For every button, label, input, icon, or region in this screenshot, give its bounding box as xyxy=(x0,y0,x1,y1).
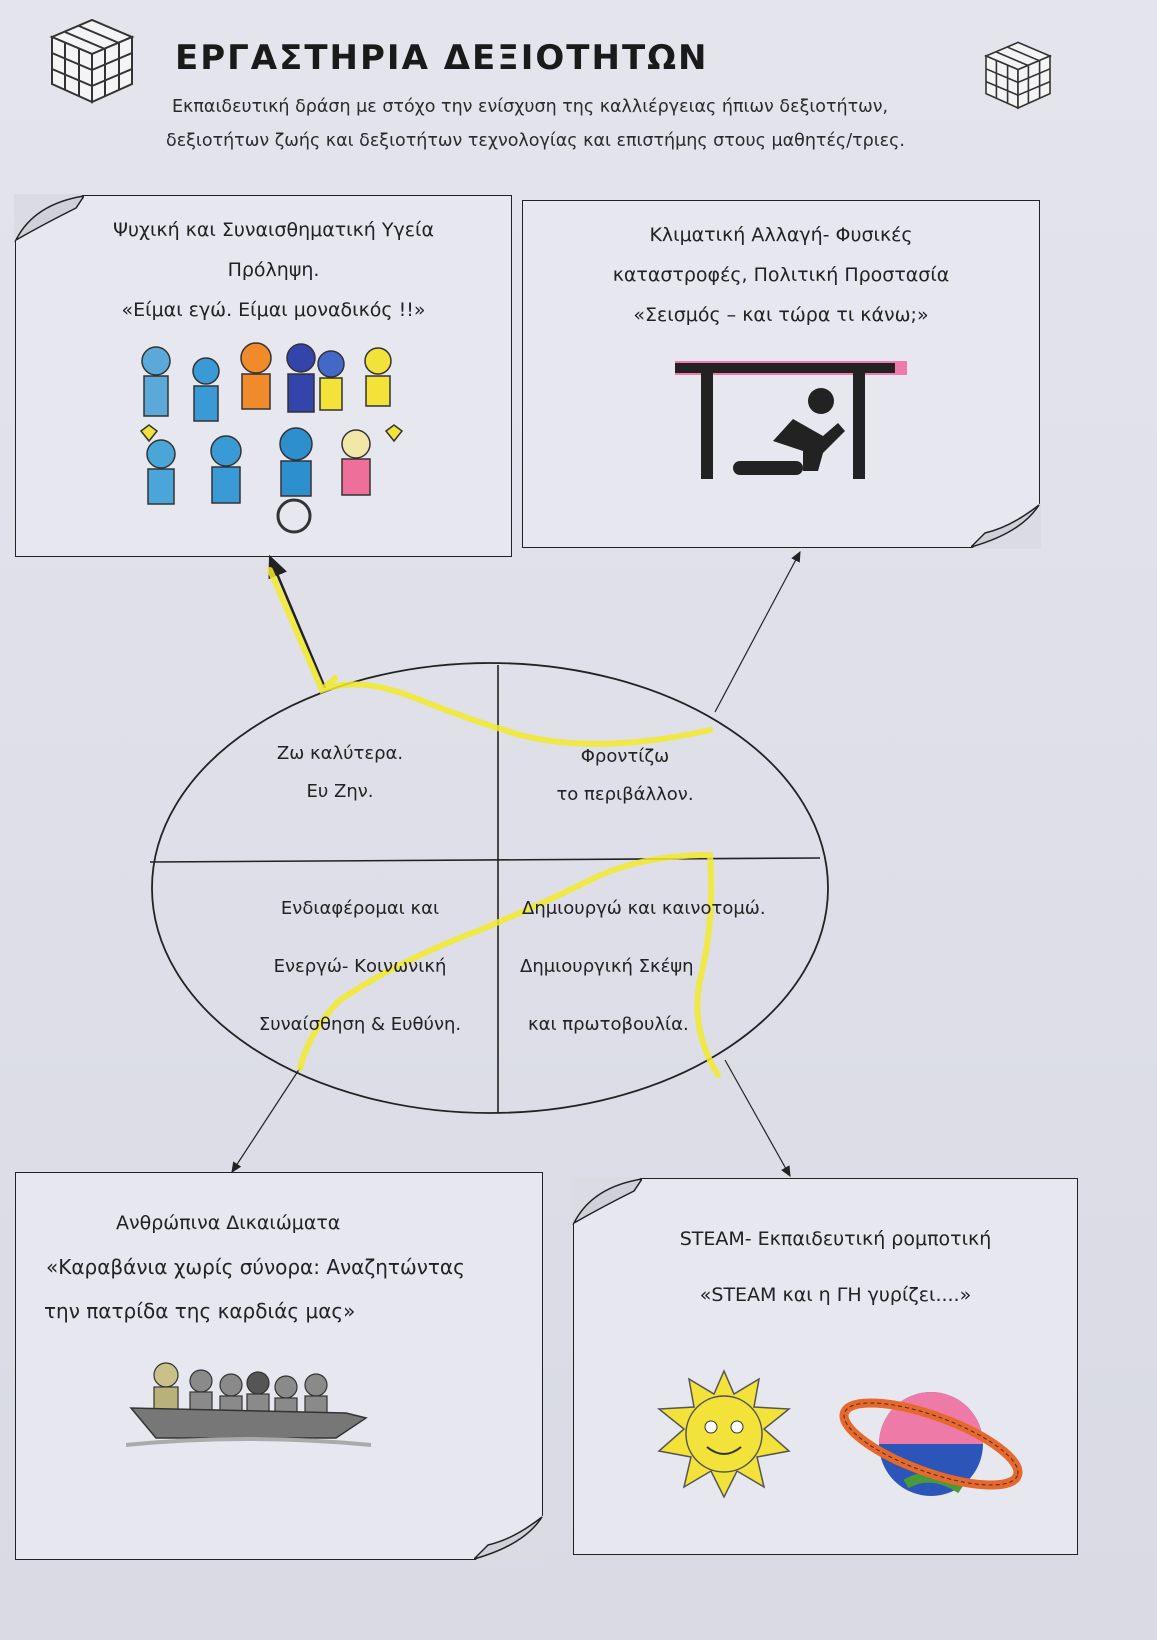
children-illustration xyxy=(139,342,404,534)
rubiks-cube-icon xyxy=(49,18,135,104)
box-heading: Πρόληψη. xyxy=(227,259,320,281)
arrow-to-human-rights xyxy=(231,1067,301,1174)
quadrant-text: Φροντίζω xyxy=(580,746,670,767)
box-quote: «Είμαι εγώ. Είμαι μοναδικός !!» xyxy=(121,299,426,321)
subtitle-line: δεξιοτήτων ζωής και δεξιοτήτων τεχνολογί… xyxy=(166,131,905,151)
box-quote: την πατρίδα της καρδιάς μας» xyxy=(44,1299,356,1323)
earthquake-drop-cover-icon xyxy=(675,361,907,479)
folded-corner xyxy=(474,1515,544,1561)
ellipse-outline xyxy=(151,662,829,1114)
quadrant-text: το περιβάλλον. xyxy=(556,784,694,805)
box-mental-health: Ψυχική και Συναισθηματική Υγεία Πρόληψη.… xyxy=(14,194,512,557)
quadrant-text: Ενδιαφέρομαι και xyxy=(280,898,440,919)
quadrant-text: και πρωτοβουλία. xyxy=(528,1014,689,1035)
box-steam-robotics: STEAM- Εκπαιδευτική ρομποτική «STEAM και… xyxy=(572,1177,1078,1555)
highlighter-stroke xyxy=(297,852,721,1078)
quadrant-text: Ενεργώ- Κοινωνική xyxy=(273,956,447,977)
highlighter-stroke xyxy=(267,567,713,747)
sun-illustration xyxy=(657,1369,791,1499)
page-title: ΕΡΓΑΣΤΗΡΙΑ ΔΕΞΙΟΤΗΤΩΝ xyxy=(175,38,709,78)
subtitle-line: Εκπαιδευτική δράση με στόχο την ενίσχυση… xyxy=(172,97,889,117)
planet-illustration xyxy=(839,1392,1023,1496)
page-subtitle: Εκπαιδευτική δράση με στόχο την ενίσχυση… xyxy=(166,90,905,158)
box-climate-change: Κλιματική Αλλαγή- Φυσικές καταστροφές, Π… xyxy=(522,200,1041,549)
folded-corner xyxy=(14,194,84,242)
arrow-to-steam xyxy=(724,1059,791,1178)
box-heading: καταστροφές, Πολιτική Προστασία xyxy=(612,264,950,286)
quadrant-text: Ευ Ζην. xyxy=(306,781,374,802)
horizontal-divider xyxy=(149,857,821,863)
box-human-rights: Ανθρώπινα Δικαιώματα «Καραβάνια χωρίς σύ… xyxy=(15,1172,544,1561)
folded-corner xyxy=(971,503,1041,549)
arrow-to-climate xyxy=(714,550,801,713)
quadrant-live-better: Ζω καλύτερα. Ευ Ζην. xyxy=(240,735,440,811)
quadrant-text: Δημιουργώ και καινοτομώ. xyxy=(522,898,766,919)
arrow-to-mental-health xyxy=(268,554,327,689)
box-heading: Κλιματική Αλλαγή- Φυσικές xyxy=(649,224,913,246)
quadrant-social-responsibility: Ενδιαφέρομαι και Ενεργώ- Κοινωνική Συναί… xyxy=(225,880,495,1054)
quadrant-text: Συναίσθηση & Ευθύνη. xyxy=(258,1014,462,1035)
box-heading: STEAM- Εκπαιδευτική ρομποτική xyxy=(679,1228,992,1250)
box-heading: Ανθρώπινα Δικαιώματα xyxy=(116,1212,341,1234)
quadrant-text: Δημιουργική Σκέψη xyxy=(520,956,694,977)
box-quote: «STEAM και η ΓΗ γυρίζει....» xyxy=(699,1284,972,1306)
rubiks-cube-icon xyxy=(983,41,1053,110)
quadrant-innovation: Δημιουργώ και καινοτομώ. Δημιουργική Σκέ… xyxy=(510,880,820,1054)
folded-corner xyxy=(572,1177,642,1225)
refugee-boat-illustration xyxy=(126,1362,372,1447)
quadrant-text: Ζω καλύτερα. xyxy=(276,743,404,764)
quadrant-environment: Φροντίζω το περιβάλλον. xyxy=(520,738,730,814)
box-heading: Ψυχική και Συναισθηματική Υγεία xyxy=(113,219,434,241)
box-quote: «Σεισμός – και τώρα τι κάνω;» xyxy=(633,304,929,326)
box-quote: «Καραβάνια χωρίς σύνορα: Αναζητώντας xyxy=(46,1255,465,1279)
